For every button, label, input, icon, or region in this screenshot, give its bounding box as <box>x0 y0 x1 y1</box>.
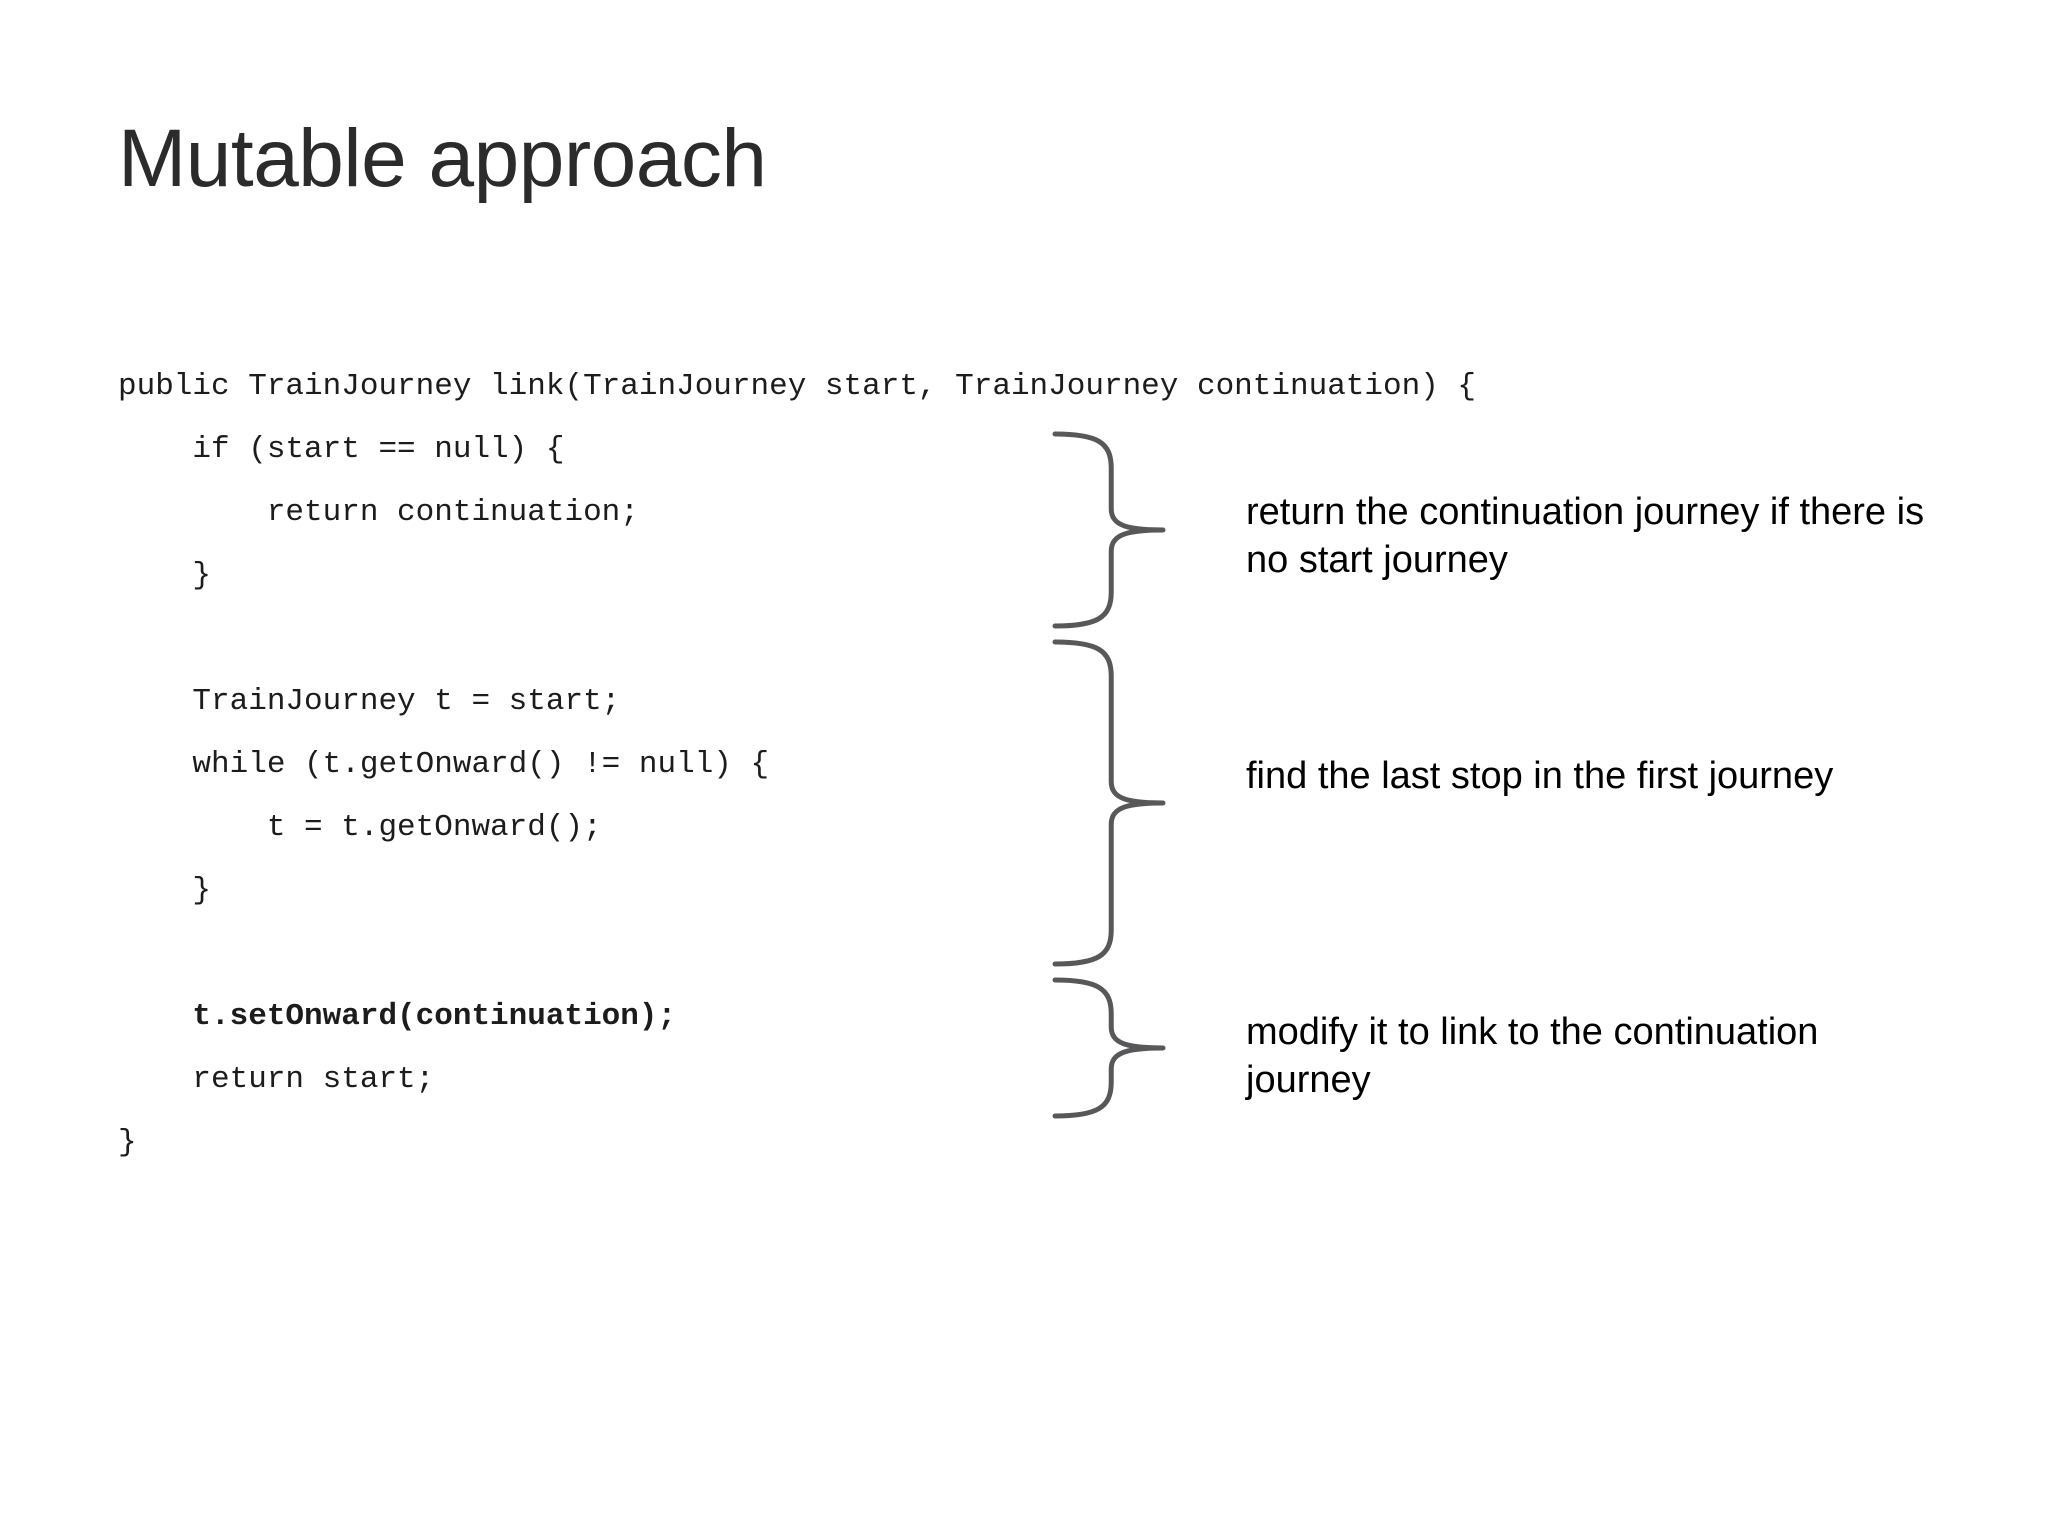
curly-brace-icon <box>1052 639 1166 967</box>
code-line: TrainJourney t = start; <box>118 684 621 719</box>
code-line: return continuation; <box>118 495 639 530</box>
code-line: return start; <box>118 1062 435 1097</box>
code-line: public TrainJourney link(TrainJourney st… <box>118 369 1477 404</box>
code-line: while (t.getOnward() != null) { <box>118 747 770 782</box>
code-line: t = t.getOnward(); <box>118 810 602 845</box>
code-line: } <box>118 1125 137 1160</box>
code-block: public TrainJourney link(TrainJourney st… <box>118 355 1477 1174</box>
annotation-find-last-stop: find the last stop in the first journey <box>1246 755 1834 797</box>
annotation-modify-link: modify it to link to the continuation jo… <box>1246 1011 1819 1101</box>
code-line: if (start == null) { <box>118 432 565 467</box>
curly-brace-icon <box>1052 977 1166 1119</box>
code-line: } <box>118 873 212 908</box>
code-line: } <box>118 558 212 593</box>
annotation-return-continuation: return the continuation journey if there… <box>1246 491 1925 581</box>
curly-brace-icon <box>1052 431 1166 629</box>
code-line <box>118 922 1118 985</box>
page-title: Mutable approach <box>118 113 767 204</box>
code-line <box>118 607 1118 670</box>
code-line: t.setOnward(continuation); <box>118 999 677 1034</box>
